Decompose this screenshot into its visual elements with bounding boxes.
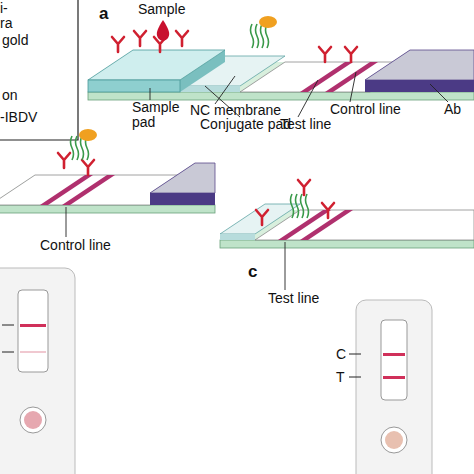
part-label: Conjugate pad [200,117,291,132]
line-marker: T [336,370,345,385]
part-label: Sample pad [132,100,182,130]
part-label: Control line [40,238,111,253]
part-label: Test line [280,117,331,132]
strip-b [0,129,215,237]
cassette-c [349,300,432,474]
part-label: Test line [268,291,319,306]
legend-frame [0,0,78,140]
legend-text: gold [2,33,28,48]
cassette-b [0,268,75,474]
legend-text: i- ra [0,1,18,31]
part-label: NC membrane [190,103,281,118]
panel-letter: c [248,264,257,279]
panel-letter: a [99,6,108,21]
part-label: Control line [330,102,401,117]
part-label: Ab [444,102,461,117]
legend-text: -IBDV [0,110,37,125]
sample-label: Sample [138,2,185,17]
strip-c [220,180,474,290]
legend-text: on [2,88,18,103]
line-marker: C [336,347,346,362]
